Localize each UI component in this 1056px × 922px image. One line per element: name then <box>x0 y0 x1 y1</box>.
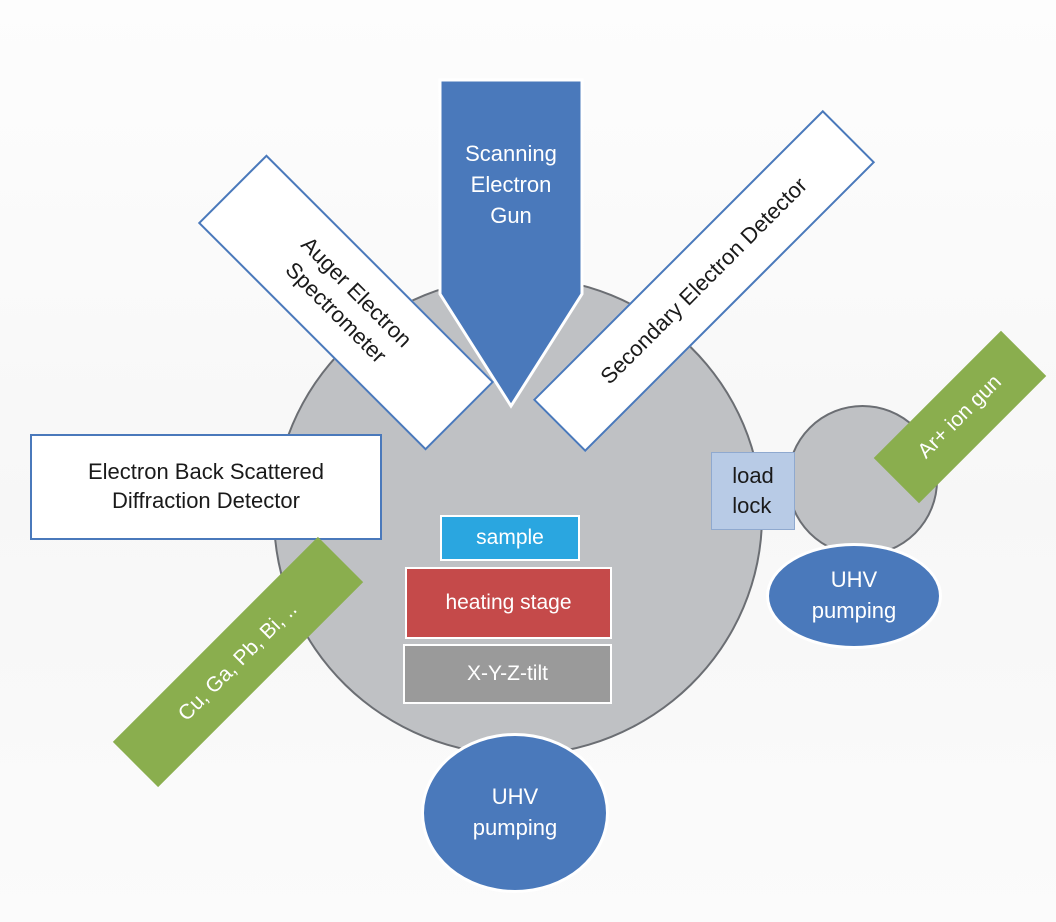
manipulator-label: X-Y-Z-tilt <box>403 644 612 704</box>
electron-gun-label: Scanning Electron Gun <box>465 141 557 229</box>
sample-label: sample <box>440 515 580 561</box>
main-uhv-pumping: UHV pumping <box>421 733 609 893</box>
loadlock-uhv-pumping: UHV pumping <box>766 543 942 649</box>
heating-stage-label: heating stage <box>405 567 612 639</box>
load-lock-label: load lock <box>711 452 795 530</box>
electron-gun-shape <box>438 78 584 409</box>
ebsd-detector-label: Electron Back Scattered Diffraction Dete… <box>30 434 382 540</box>
